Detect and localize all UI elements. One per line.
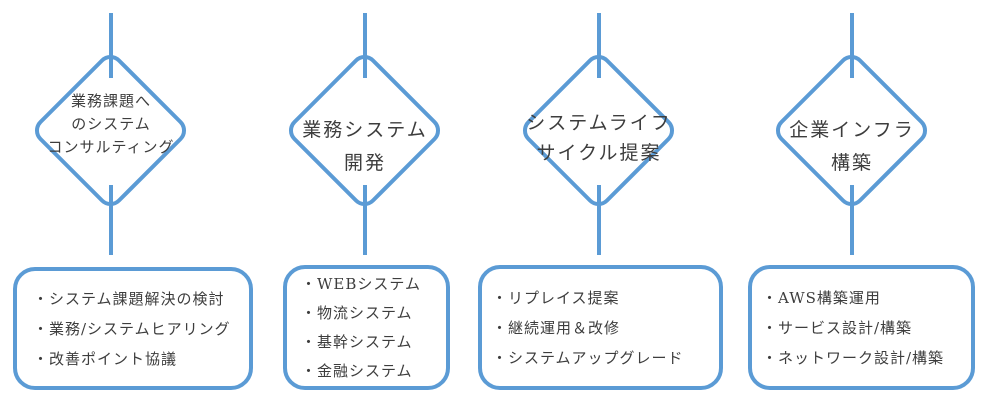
list-item: ・WEBシステム: [301, 274, 421, 293]
list-item: ・改善ポイント協議: [33, 349, 178, 368]
connector-line-bottom-development: [363, 185, 367, 255]
diamond-label-lifecycle: システムライフ サイクル提案: [489, 108, 709, 168]
list-item: ・継続運用＆改修: [492, 318, 621, 337]
list-item: ・サービス設計/構築: [762, 318, 913, 337]
diamond-label-line: コンサルティング: [47, 138, 175, 156]
list-item: ・物流システム: [301, 303, 413, 322]
diamond-label-consulting: 業務課題へ のシステム コンサルティング: [1, 90, 221, 159]
connector-line-top-lifecycle: [597, 13, 601, 78]
connector-line-bottom-infrastructure: [850, 185, 854, 255]
panel-consulting-details: ・システム課題解決の検討 ・業務/システムヒアリング ・改善ポイント協議: [13, 267, 253, 390]
connector-line-top-consulting: [109, 13, 113, 78]
list-item: ・金融システム: [301, 361, 413, 380]
connector-line-top-development: [363, 13, 367, 78]
diamond-label-infrastructure: 企業インフラ 構築: [742, 114, 962, 180]
list-item: ・業務/システムヒアリング: [33, 319, 231, 338]
connector-line-top-infrastructure: [850, 13, 854, 78]
diamond-label-line: 業務課題へ: [70, 92, 151, 110]
diamond-label-line: 構築: [830, 152, 873, 174]
list-item: ・システムアップグレード: [492, 348, 684, 367]
diamond-label-line: サイクル提案: [536, 142, 662, 164]
panel-lifecycle-details: ・リプレイス提案 ・継続運用＆改修 ・システムアップグレード: [478, 265, 723, 390]
list-item: ・AWS構築運用: [762, 288, 881, 307]
diamond-label-line: のシステム: [71, 115, 151, 133]
panel-infrastructure-details: ・AWS構築運用 ・サービス設計/構築 ・ネットワーク設計/構築: [748, 265, 975, 390]
list-item: ・ネットワーク設計/構築: [762, 348, 945, 367]
connector-line-bottom-lifecycle: [597, 185, 601, 255]
connector-line-bottom-consulting: [109, 185, 113, 255]
panel-development-details: ・WEBシステム ・物流システム ・基幹システム ・金融システム: [283, 265, 450, 390]
list-item: ・基幹システム: [301, 332, 413, 351]
diamond-label-line: 開発: [343, 152, 386, 174]
diamond-label-development: 業務システム 開発: [255, 114, 475, 180]
diamond-label-line: 企業インフラ: [789, 119, 915, 141]
list-item: ・システム課題解決の検討: [33, 289, 225, 308]
diamond-label-line: システムライフ: [526, 112, 672, 134]
diamond-label-line: 業務システム: [302, 119, 428, 141]
list-item: ・リプレイス提案: [492, 288, 620, 307]
